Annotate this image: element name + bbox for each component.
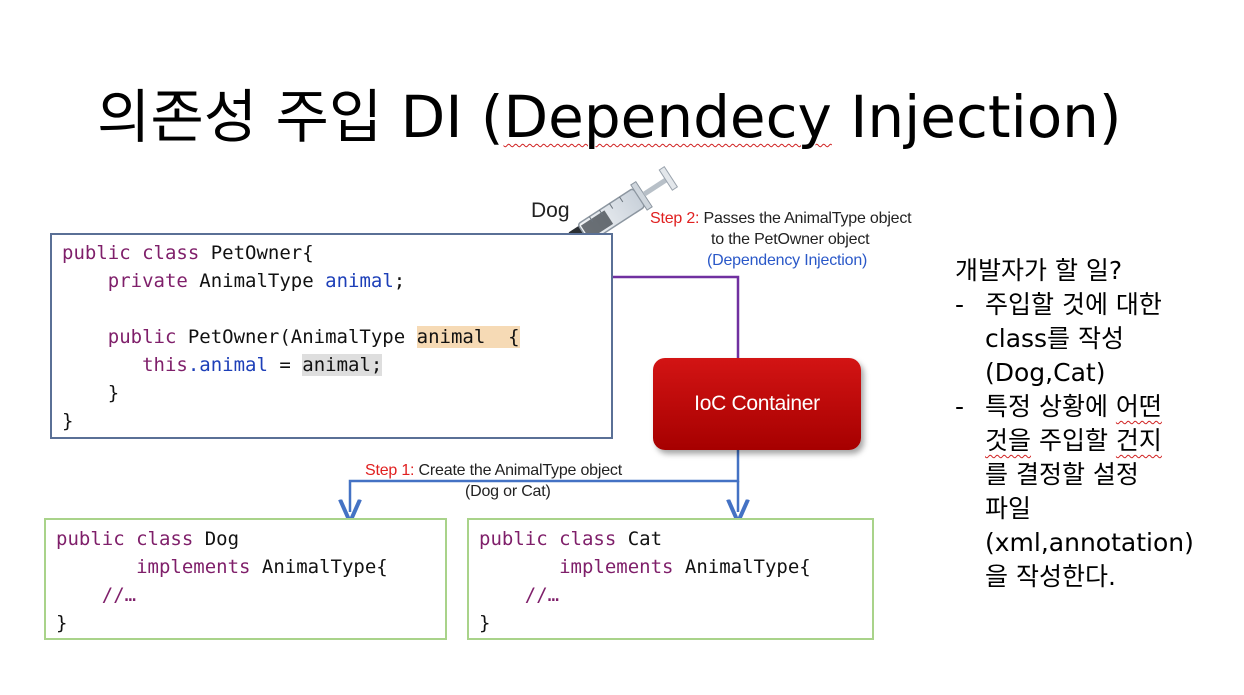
ioc-container-box: IoC Container [653,358,861,450]
title-prefix: 의존성 주입 DI ( [97,83,504,151]
step1-caption: Step 1: Create the AnimalType object (Do… [365,460,622,502]
petowner-code-box: public class PetOwner{ private AnimalTyp… [50,233,613,439]
step1-line2: (Dog or Cat) [465,483,551,500]
code-line: public class Dog [56,528,240,550]
code-line: public class Cat [479,528,663,550]
create-arrow-dog [350,450,740,512]
dog-code-box: public class Dog implements AnimalType{ … [44,518,447,640]
step2-caption: Step 2: Passes the AnimalType object to … [650,208,912,271]
code-line: public class PetOwner{ [62,242,314,264]
code-line: } [107,382,120,404]
code-line [62,295,611,323]
notes-item-1: - 주입할 것에 대한 class를 작성 (Dog,Cat) [955,290,1162,387]
step2-line1: Step 2: Passes the AnimalType object [650,208,912,229]
slide-title: 의존성 주입 DI (Dependecy Injection) [97,70,1122,154]
developer-notes: 개발자가 할 일? - 주입할 것에 대한 class를 작성 (Dog,Cat… [955,254,1194,594]
step2-line3: (Dependency Injection) [707,252,868,269]
step1-text1: Create the AnimalType object [414,462,623,479]
title-suffix: Injection) [831,83,1122,151]
step1-line1: Step 1: Create the AnimalType object [365,460,622,481]
bullet-dash: - [955,392,965,421]
code-line: } [62,410,74,432]
code-line: implements AnimalType{ [559,556,811,578]
code-line: public PetOwner(AnimalType animal { [107,326,520,348]
dog-label: Dog [531,199,570,222]
code-line: } [479,612,491,634]
title-misspelled-word: Dependecy [503,83,832,151]
step2-prefix: Step 2: [650,210,700,227]
notes-item-2: - 특정 상황에 어떤 것을 주입할 건지 를 결정할 설정 파일 (xml,a… [955,392,1194,591]
code-line: this.animal = animal; [142,354,383,376]
step2-line2: to the PetOwner object [711,231,870,248]
code-line: //… [524,584,560,606]
cat-code-box: public class Cat implements AnimalType{ … [467,518,874,640]
code-line: //… [101,584,137,606]
notes-heading: 개발자가 할 일? [955,256,1123,285]
code-line: implements AnimalType{ [136,556,388,578]
step2-text1: Passes the AnimalType object [699,210,912,227]
code-line: } [56,612,68,634]
code-line: private AnimalType animal; [107,270,406,292]
step1-prefix: Step 1: [365,462,415,479]
bullet-dash: - [955,290,965,319]
